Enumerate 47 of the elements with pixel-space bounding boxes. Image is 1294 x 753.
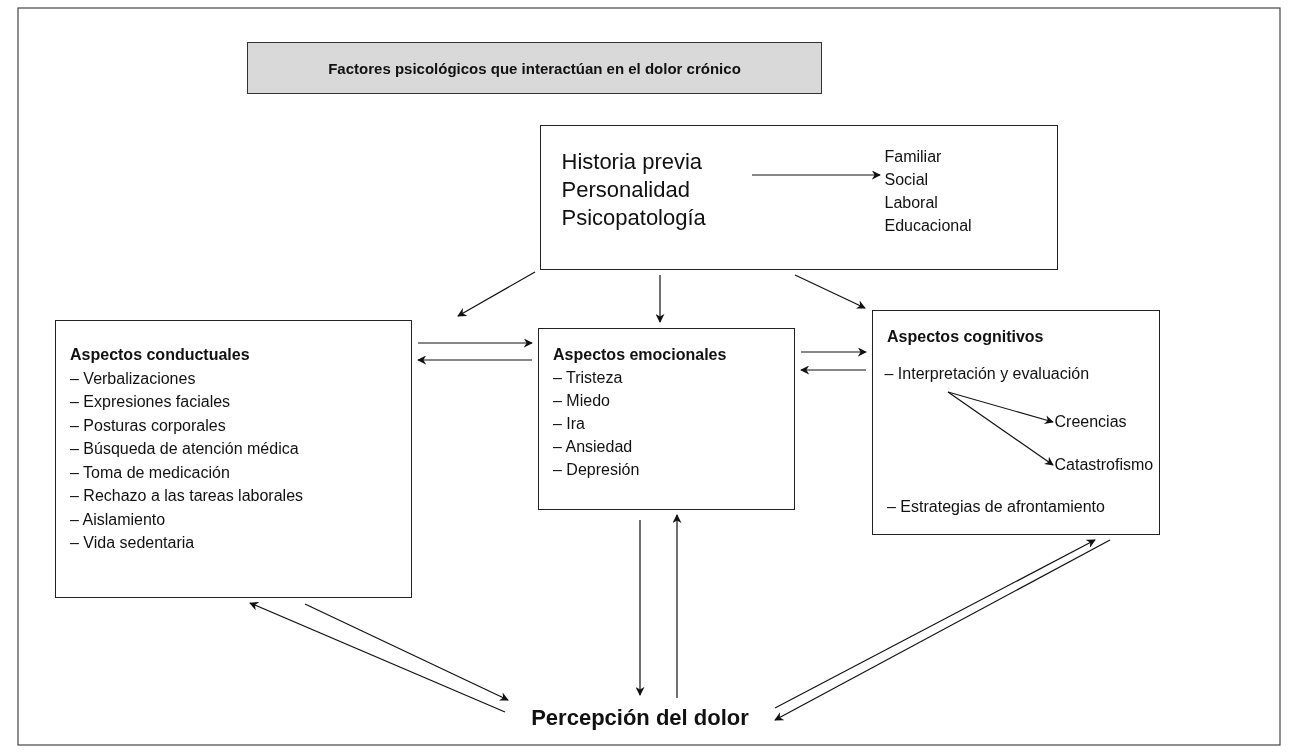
arrow bbox=[457, 271, 536, 317]
belief-label: Catastrofismo bbox=[1054, 454, 1154, 475]
list-item: – Vida sedentaria bbox=[70, 533, 195, 553]
arrow bbox=[417, 355, 533, 365]
arrow bbox=[417, 338, 533, 348]
arrow bbox=[635, 519, 645, 696]
arrow bbox=[800, 347, 867, 357]
arrow bbox=[249, 602, 506, 713]
arrow bbox=[800, 365, 867, 375]
list-item: – Toma de medicación bbox=[70, 462, 230, 483]
arrow bbox=[672, 514, 682, 699]
source-box bbox=[540, 125, 1058, 270]
factor-list: Personalidad bbox=[561, 175, 690, 204]
list-item: – Verbalizaciones bbox=[70, 368, 196, 389]
area-list: Educacional bbox=[884, 213, 972, 237]
arrow bbox=[947, 391, 1054, 466]
title-banner: Factores psicológicos que interactúan en el dolor crónico bbox=[247, 42, 822, 94]
arrow bbox=[794, 274, 866, 309]
list-item: – Aislamiento bbox=[70, 509, 166, 530]
box-heading: Aspectos emocionales bbox=[553, 345, 727, 365]
belief-label: Creencias bbox=[1054, 411, 1127, 432]
category-box bbox=[872, 310, 1160, 535]
box-heading: Aspectos conductuales bbox=[70, 345, 250, 365]
list-item: – Búsqueda de atención médica bbox=[70, 439, 299, 459]
list-item: – Depresión bbox=[553, 460, 640, 480]
list-item: – Ira bbox=[553, 414, 585, 434]
factor-list: Psicopatología bbox=[561, 203, 706, 232]
list-item: – Ansiedad bbox=[553, 437, 633, 457]
outcome-label: Percepción del dolor bbox=[531, 704, 749, 732]
arrow bbox=[655, 274, 665, 323]
category-box bbox=[55, 320, 412, 598]
arrow bbox=[304, 603, 509, 701]
arrow bbox=[947, 391, 1054, 425]
category-box bbox=[538, 328, 795, 510]
list-item: – Expresiones faciales bbox=[70, 392, 231, 412]
list-item: – Rechazo a las tareas laborales bbox=[70, 486, 304, 506]
area-list: Laboral bbox=[884, 190, 938, 214]
factor-list: Historia previa bbox=[561, 147, 703, 176]
area-list: Familiar bbox=[884, 144, 942, 168]
list-item: – Estrategias de afrontamiento bbox=[887, 497, 1105, 517]
list-item: – Tristeza bbox=[553, 368, 623, 388]
list-item: – Interpretación y evaluación bbox=[884, 363, 1090, 384]
list-item: – Miedo bbox=[553, 391, 610, 411]
area-list: Social bbox=[884, 167, 929, 191]
list-item: – Posturas corporales bbox=[70, 415, 226, 436]
arrow bbox=[751, 170, 881, 180]
box-heading: Aspectos cognitivos bbox=[887, 327, 1044, 347]
